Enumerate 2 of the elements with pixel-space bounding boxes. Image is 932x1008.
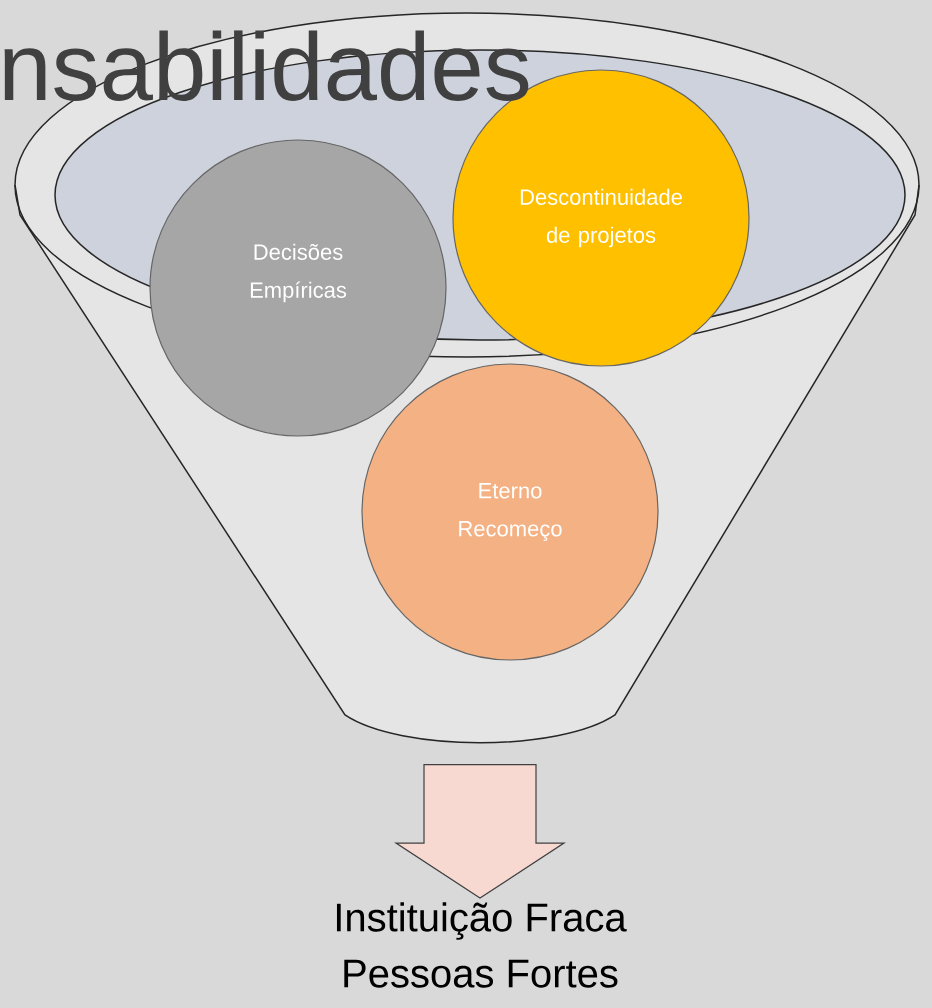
block-arrow [394, 764, 566, 899]
result-text: Instituição Fraca Pessoas Fortes [336, 902, 627, 988]
